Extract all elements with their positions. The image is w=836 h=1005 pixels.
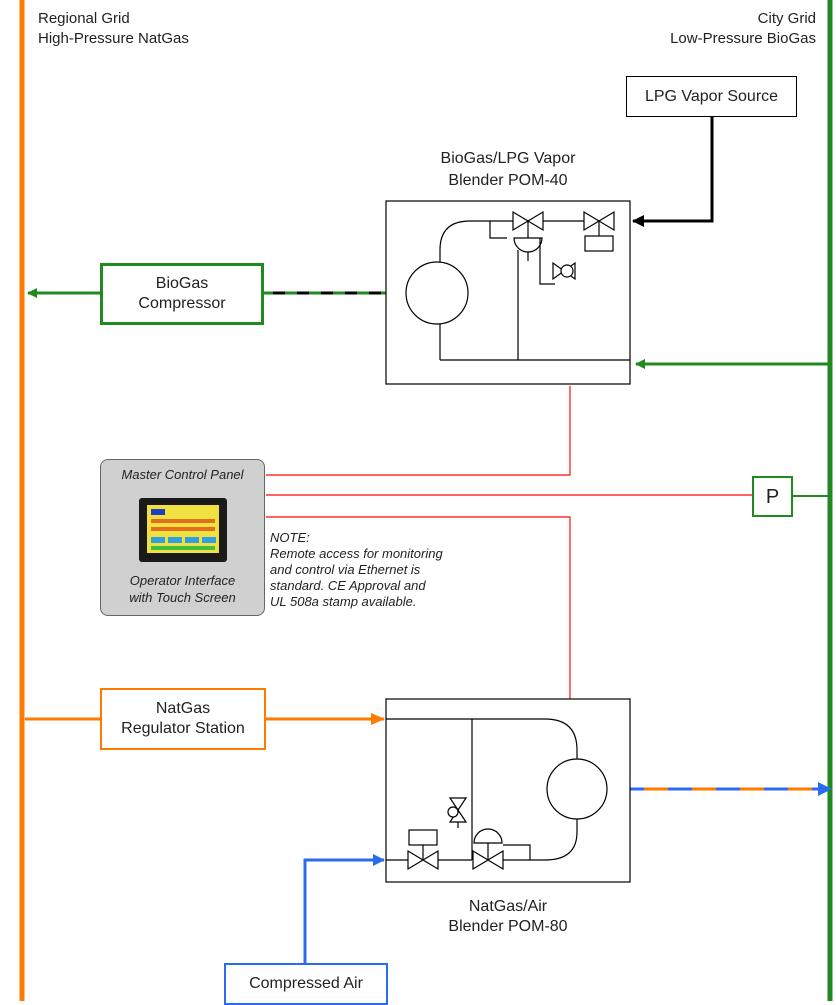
biogas-compressor-box[interactable]: BioGas Compressor — [100, 263, 264, 325]
regional-grid-label-line2: High-Pressure NatGas — [38, 30, 189, 48]
compressed-air-box[interactable]: Compressed Air — [224, 963, 388, 1005]
operator-interface-caption-line2: with Touch Screen — [101, 589, 264, 606]
natgas-regulator-line1: NatGas — [156, 699, 210, 719]
master-control-panel-title: Master Control Panel — [101, 466, 264, 483]
blender-pom40-diagram — [386, 201, 630, 384]
control-line-pom40 — [266, 386, 570, 475]
compressed-air-label: Compressed Air — [249, 974, 363, 994]
lpg-vapor-source-box[interactable]: LPG Vapor Source — [626, 76, 797, 117]
blender-pom80-diagram — [386, 699, 630, 882]
note-line-1: Remote access for monitoring — [270, 546, 443, 562]
regional-grid-label-line1: Regional Grid — [38, 10, 130, 28]
master-control-panel[interactable]: Master Control Panel Operator Interface … — [100, 459, 265, 616]
blender-pom80-compressor-circle — [547, 759, 607, 819]
city-grid-label-line1: City Grid — [758, 10, 816, 28]
blender-pom80-label-line2: Blender POM-80 — [386, 918, 630, 936]
blender-pom40-compressor-circle — [406, 262, 468, 324]
touch-screen-display — [147, 505, 219, 553]
compressed-air-line — [305, 860, 384, 963]
pressure-sensor-label: P — [766, 487, 779, 507]
actuator-icon — [409, 830, 437, 845]
lpg-line — [633, 116, 712, 221]
natgas-regulator-line2: Regulator Station — [121, 719, 245, 739]
note-line-3: standard. CE Approval and — [270, 578, 426, 594]
note-line-2: and control via Ethernet is — [270, 562, 420, 578]
pressure-sensor-box[interactable]: P — [752, 476, 793, 517]
biogas-compressor-line1: BioGas — [156, 274, 208, 294]
operator-interface-caption-line1: Operator Interface — [101, 572, 264, 589]
touch-screen-icon — [139, 498, 227, 562]
note-title: NOTE: — [270, 530, 310, 546]
note-line-4: UL 508a stamp available. — [270, 594, 416, 610]
city-grid-label-line2: Low-Pressure BioGas — [670, 30, 816, 48]
natgas-regulator-box[interactable]: NatGas Regulator Station — [100, 688, 266, 750]
actuator-icon — [585, 236, 613, 251]
biogas-compressor-line2: Compressor — [138, 294, 225, 314]
blender-pom80-label-line1: NatGas/Air — [386, 898, 630, 916]
blender-pom40-label-line2: Blender POM-40 — [386, 172, 630, 190]
blender-pom40-label-line1: BioGas/LPG Vapor — [386, 150, 630, 168]
lpg-vapor-source-label: LPG Vapor Source — [645, 87, 778, 107]
